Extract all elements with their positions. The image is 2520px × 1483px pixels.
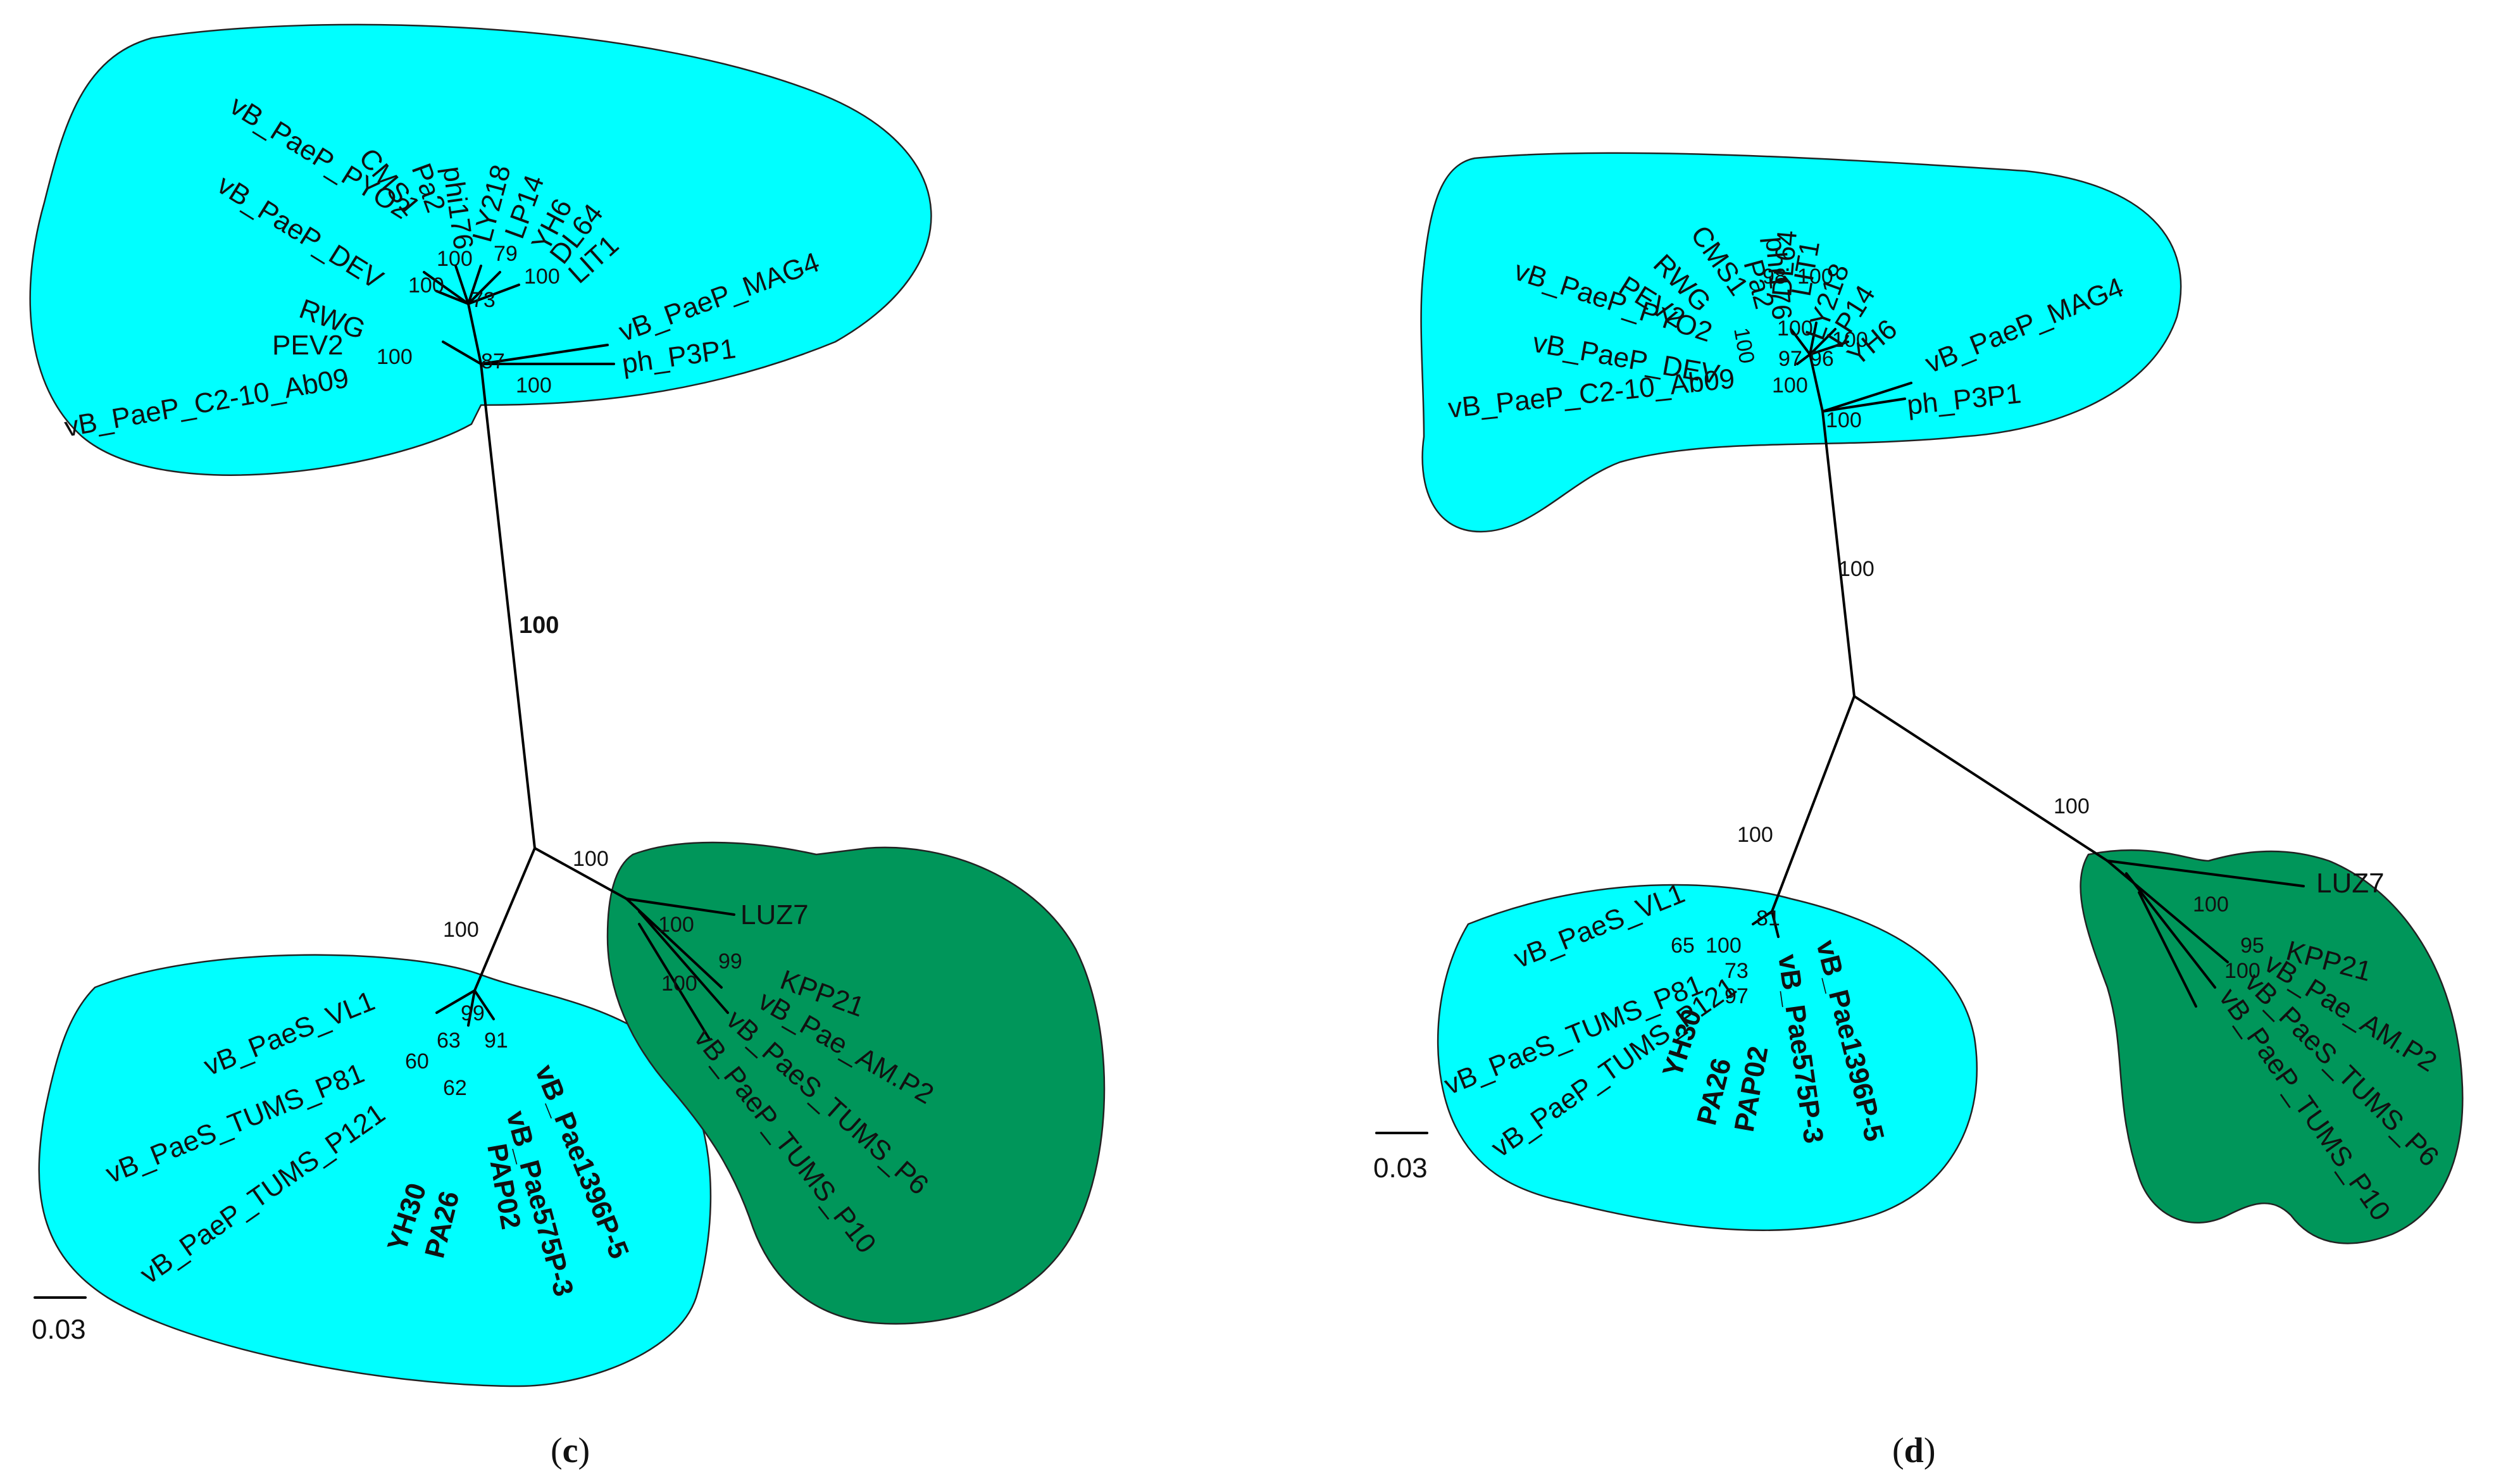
bootstrap-value: 100 bbox=[524, 265, 560, 289]
panel-d-scale-label: 0.03 bbox=[1373, 1153, 1428, 1184]
leaf-label: phi176 bbox=[1759, 235, 1797, 322]
bootstrap-value: 91 bbox=[484, 1029, 508, 1053]
leaf-label: DL64 bbox=[1766, 229, 1803, 298]
panel-c: vB_PaeP_PYO2 vB_PaeP_DEV CMS1 Pa2 phi176… bbox=[29, 23, 1106, 1470]
bootstrap-value: 65 bbox=[1671, 934, 1695, 958]
bootstrap-value: 100 bbox=[519, 612, 559, 639]
bootstrap-value: 98 bbox=[1762, 265, 1787, 289]
panel-d-clade-bottom-cyan bbox=[1437, 884, 1978, 1231]
panel-c-bootstrap-values: 100 100 79 73 100 100 87 100 100 100 100… bbox=[377, 242, 742, 1100]
bootstrap-value: 100 bbox=[1706, 934, 1742, 958]
bootstrap-value: 100 bbox=[658, 913, 694, 937]
bootstrap-value: 99 bbox=[461, 1001, 485, 1025]
bootstrap-value: 100 bbox=[1797, 265, 1833, 289]
panel-c-clade-bottom-cyan bbox=[38, 954, 712, 1387]
bootstrap-value: 100 bbox=[2193, 892, 2229, 917]
panel-d-clade-green bbox=[2080, 849, 2464, 1244]
bootstrap-value: 100 bbox=[516, 373, 552, 397]
bootstrap-value: 96 bbox=[1810, 347, 1834, 371]
bootstrap-value: 100 bbox=[1838, 557, 1874, 581]
leaf-label: PEV2 bbox=[272, 330, 344, 361]
panel-d: vB_PaeP_PYO2 vB_PaeP_DEV CMS1 Pa2 phi176… bbox=[1373, 152, 2464, 1470]
panel-c-clade-top-cyan bbox=[29, 23, 932, 476]
bootstrap-value: 100 bbox=[1777, 316, 1813, 341]
bootstrap-value: 79 bbox=[494, 242, 518, 266]
leaf-label: LUZ7 bbox=[2316, 868, 2385, 899]
bootstrap-value: 100 bbox=[1737, 823, 1773, 847]
bootstrap-value: 100 bbox=[2224, 959, 2261, 983]
panel-c-branches bbox=[423, 265, 735, 1039]
bootstrap-value: 73 bbox=[471, 288, 496, 312]
bootstrap-value: 97 bbox=[1725, 984, 1749, 1008]
panel-d-label: (d) bbox=[1892, 1431, 1935, 1470]
panel-c-label: (c) bbox=[551, 1431, 590, 1470]
bootstrap-value: 100 bbox=[443, 918, 479, 942]
bootstrap-value: 100 bbox=[437, 247, 473, 271]
panel-d-bootstrap-values: 98 100 100 100 97 96 100 100 100 100 100… bbox=[1671, 265, 2264, 1008]
bootstrap-value: 63 bbox=[437, 1029, 461, 1053]
bootstrap-value: 60 bbox=[405, 1049, 429, 1073]
bootstrap-value: 100 bbox=[573, 847, 609, 871]
panel-c-scale-label: 0.03 bbox=[32, 1314, 86, 1345]
bootstrap-value: 73 bbox=[1725, 959, 1749, 983]
bootstrap-value: 81 bbox=[1756, 906, 1780, 930]
bootstrap-value: 100 bbox=[661, 972, 697, 996]
leaf-label: LUZ7 bbox=[740, 899, 809, 930]
bootstrap-value: 100 bbox=[1772, 373, 1808, 397]
bootstrap-value: 100 bbox=[2054, 794, 2090, 818]
bootstrap-value: 100 bbox=[1832, 328, 1868, 352]
panel-c-clade-green bbox=[606, 841, 1106, 1325]
bootstrap-value: 95 bbox=[2240, 934, 2264, 958]
bootstrap-value: 100 bbox=[408, 273, 444, 297]
bootstrap-value: 99 bbox=[718, 949, 742, 973]
bootstrap-value: 100 bbox=[1826, 408, 1862, 432]
bootstrap-value: 100 bbox=[377, 345, 413, 369]
panel-d-branches bbox=[1752, 322, 2305, 1008]
bootstrap-value: 62 bbox=[443, 1076, 467, 1100]
bootstrap-value: 97 bbox=[1778, 347, 1802, 371]
bootstrap-value: 87 bbox=[481, 349, 505, 373]
